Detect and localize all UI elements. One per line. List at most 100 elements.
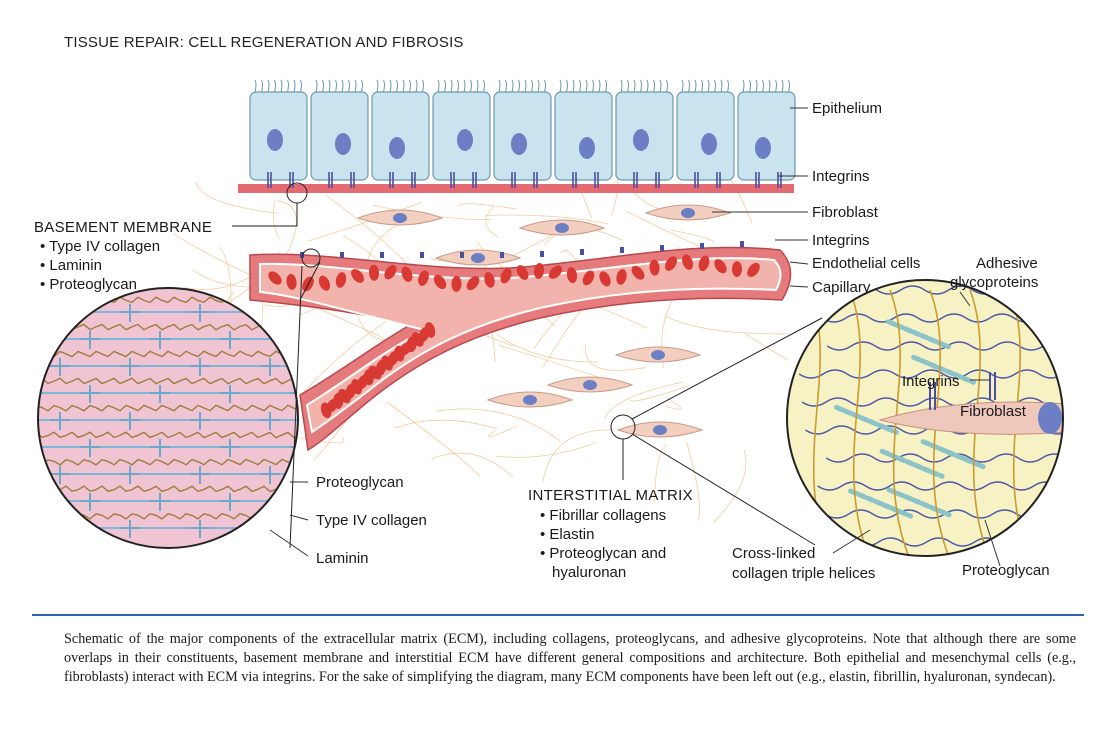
matrix-fiber <box>495 442 597 458</box>
laminin-cross <box>150 331 170 349</box>
collagen-triple-helix <box>886 487 952 518</box>
laminin-cross <box>120 358 140 376</box>
bm-item: • Laminin <box>40 257 102 274</box>
laminin-cross <box>260 412 280 430</box>
red-blood-cell <box>466 276 480 291</box>
red-blood-cell <box>548 265 563 279</box>
fibroblast-nucleus <box>393 213 407 223</box>
red-blood-cell <box>320 402 332 419</box>
label-epithelium: Epithelium <box>812 100 882 117</box>
im-item: • Proteoglycan and <box>540 545 666 562</box>
laminin-cross <box>50 520 70 538</box>
microvilli <box>620 79 668 93</box>
interstitial-matrix-inset <box>786 279 1064 557</box>
laminin-cross <box>220 385 240 403</box>
red-blood-cell <box>286 273 297 290</box>
red-blood-cell <box>698 255 710 272</box>
label-fibroblast-inset: Fibroblast <box>960 403 1027 420</box>
matrix-fiber <box>394 419 498 430</box>
label-proteoglycan-right: Proteoglycan <box>962 562 1050 579</box>
adhesive-glycoprotein-fiber <box>849 289 871 556</box>
fibroblast-nucleus <box>653 425 667 435</box>
matrix-fiber <box>629 385 689 402</box>
label-cross-linked-2: collagen triple helices <box>732 565 875 582</box>
proteoglycan-wave <box>824 509 1063 519</box>
microvilli <box>315 79 363 93</box>
label-integrins-inset: Integrins <box>902 373 960 390</box>
red-blood-cell <box>318 275 331 291</box>
laminin-cross <box>80 385 100 403</box>
vessel-integrin <box>420 252 424 258</box>
nucleus <box>389 137 405 159</box>
label-adhesive-1: Adhesive <box>976 255 1038 272</box>
proteoglycan-chain <box>38 458 298 466</box>
fibroblast-nucleus <box>651 350 665 360</box>
microvilli <box>254 79 302 93</box>
red-blood-cell <box>599 271 611 287</box>
matrix-fiber <box>585 345 646 371</box>
inset-fibroblast-nucleus <box>1038 402 1062 434</box>
epithelial-cell <box>371 91 430 181</box>
red-blood-cell <box>714 259 727 274</box>
vessel-integrin <box>700 243 704 249</box>
proteoglycan-chain <box>38 377 298 385</box>
red-blood-cell <box>268 271 282 285</box>
red-blood-cell <box>682 254 693 270</box>
matrix-fiber <box>653 444 668 503</box>
matrix-fiber <box>303 315 396 392</box>
microvilli <box>498 79 546 93</box>
laminin-cross <box>120 304 140 322</box>
red-blood-cell <box>351 268 364 283</box>
basement-membrane-strip <box>238 184 794 193</box>
red-blood-cell <box>616 269 627 285</box>
basement-membrane-inset <box>37 287 299 549</box>
matrix-fiber <box>670 229 714 244</box>
capillary <box>249 241 792 452</box>
matrix-fiber <box>196 182 279 214</box>
fibroblast-nucleus <box>681 208 695 218</box>
red-blood-cell <box>747 262 760 277</box>
matrix-fiber <box>277 200 297 254</box>
laminin-cross <box>190 358 210 376</box>
fibroblasts <box>356 204 732 438</box>
matrix-fiber <box>485 214 609 225</box>
laminin-cross <box>220 439 240 457</box>
red-blood-cell <box>731 261 743 278</box>
red-blood-cell <box>335 272 347 288</box>
bm-item: • Proteoglycan <box>40 276 137 293</box>
epithelial-cell <box>554 91 613 181</box>
red-blood-cell <box>433 274 447 290</box>
matrix-fiber <box>435 408 561 442</box>
proteoglycan-chain <box>38 431 298 439</box>
laminin-cross <box>190 304 210 322</box>
fibroblast-nucleus <box>471 253 485 263</box>
magnifier-connectors <box>232 182 823 549</box>
red-blood-cell <box>384 264 397 280</box>
laminin-cross <box>120 412 140 430</box>
vessel-integrin <box>660 245 664 251</box>
laminin-cross <box>120 520 140 538</box>
proteoglycan-wave <box>826 341 1063 351</box>
vessel-integrin <box>620 247 624 253</box>
red-blood-cell <box>451 275 462 292</box>
red-blood-cell <box>401 266 413 282</box>
proteoglycan-wave <box>801 397 1063 407</box>
matrix-fiber <box>431 452 514 478</box>
label-laminin: Laminin <box>316 550 369 567</box>
figure-caption: Schematic of the major components of the… <box>64 631 1076 685</box>
red-blood-cell <box>649 259 660 276</box>
bm-item: • Type IV collagen <box>40 238 160 255</box>
nucleus <box>755 137 771 159</box>
laminin-cross <box>290 331 298 349</box>
label-integrins-mid: Integrins <box>812 232 870 249</box>
im-item: hyaluronan <box>552 564 626 581</box>
proteoglycan-chain <box>38 404 298 413</box>
epithelial-cell <box>737 91 796 181</box>
laminin-cross <box>80 493 100 511</box>
vessel-integrin <box>540 251 544 257</box>
red-blood-cell <box>516 265 529 280</box>
label-type-iv-collagen: Type IV collagen <box>316 512 427 529</box>
red-blood-cell <box>368 264 380 281</box>
fibroblast-nucleus <box>555 223 569 233</box>
laminin-cross <box>120 466 140 484</box>
